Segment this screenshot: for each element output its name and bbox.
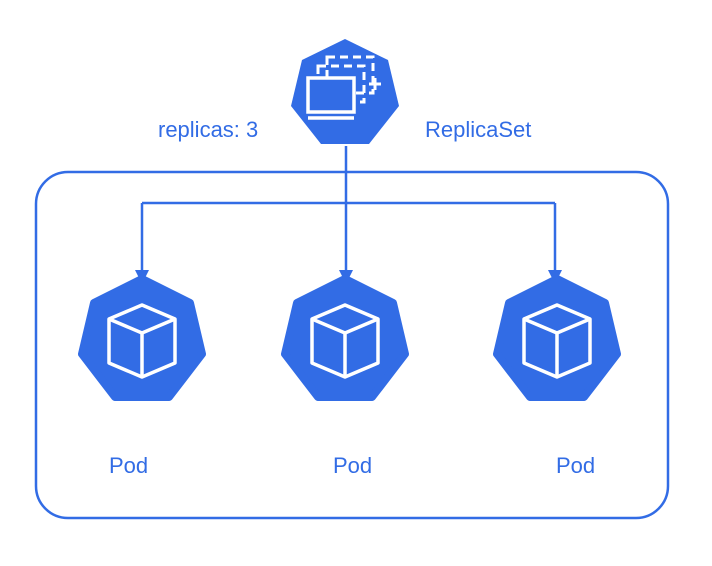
pod-icon-1 — [78, 275, 206, 401]
pod-icon-3 — [493, 275, 621, 401]
replicaset-name-label: ReplicaSet — [425, 117, 532, 142]
replicas-count-label: replicas: 3 — [158, 117, 259, 142]
pod-label-3: Pod — [556, 453, 596, 478]
pod-label-1: Pod — [109, 453, 149, 478]
replicaset-icon — [291, 39, 399, 144]
pod-icon-2 — [281, 275, 409, 401]
pod-group-container — [34, 170, 670, 520]
pod-label-2: Pod — [333, 453, 373, 478]
connector-lines — [140, 146, 557, 274]
